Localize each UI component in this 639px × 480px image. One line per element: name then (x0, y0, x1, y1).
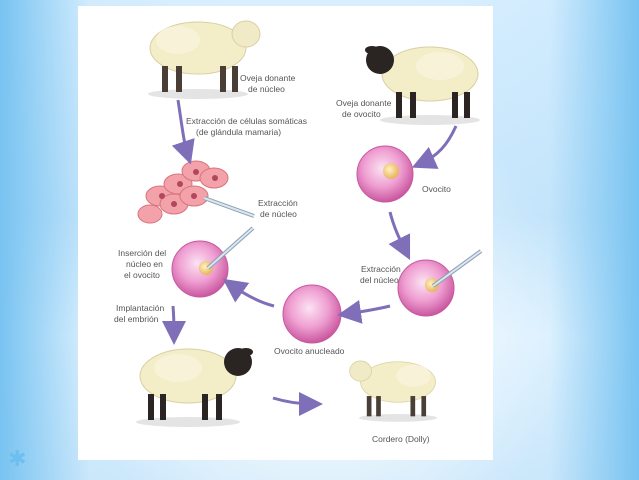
cloning-diagram-panel: Oveja donante de núcleo Extracción de cé… (78, 6, 493, 460)
lamb-dolly-icon (349, 360, 437, 422)
oocyte-donor-sheep-icon (364, 45, 480, 125)
label-implantation: Implantación del embrión (114, 303, 167, 324)
label-oocyte: Ovocito (422, 184, 451, 194)
label-somatic-extraction: Extracción de células somáticas (de glán… (186, 116, 309, 137)
process-arrows (161, 99, 458, 416)
label-nucleus-extraction-right: Extracción del núcleo (360, 264, 403, 285)
label-lamb-dolly: Cordero (Dolly) (372, 434, 430, 444)
insertion-oocyte-icon (171, 226, 255, 298)
nucleus-donor-sheep-icon (148, 20, 261, 99)
label-insertion: Inserción del núcleo en el ovocito (118, 248, 169, 280)
pipette-icon (203, 196, 255, 218)
mammary-cells-icon (137, 160, 229, 224)
label-oocyte-donor: Oveja donante de ovocito (336, 98, 394, 119)
enucleated-oocyte-icon (282, 284, 342, 344)
cloning-diagram: Oveja donante de núcleo Extracción de cé… (114, 20, 483, 444)
surrogate-sheep-icon (136, 347, 254, 427)
label-nucleus-donor: Oveja donante de núcleo (240, 73, 298, 94)
extraction-oocyte-icon (397, 249, 483, 317)
label-nucleus-extraction-left: Extracción de núcleo (258, 198, 300, 219)
oocyte-cell-icon (356, 145, 414, 203)
label-enucleated-oocyte: Ovocito anucleado (274, 346, 345, 356)
star-bullet-icon: ✱ (8, 446, 27, 471)
